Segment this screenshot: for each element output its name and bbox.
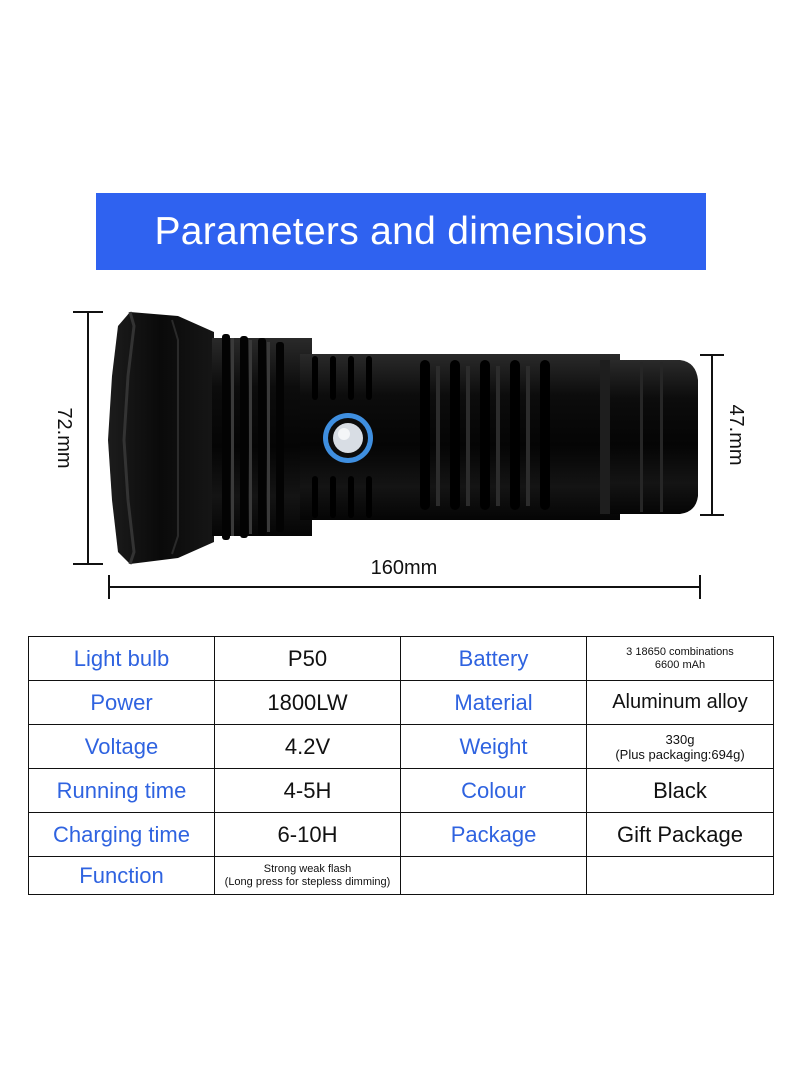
spec-value-line: (Long press for stepless dimming)	[224, 875, 391, 888]
length-label: 160mm	[371, 557, 438, 579]
spec-value: 330g (Plus packaging:694g)	[586, 724, 774, 769]
length-dimension-line	[108, 575, 701, 599]
spec-value: Black	[586, 768, 774, 813]
title-banner: Parameters and dimensions	[96, 193, 706, 270]
spec-label: Package	[400, 812, 587, 857]
spec-value: 6-10H	[214, 812, 401, 857]
spec-value-line: (Plus packaging:694g)	[615, 746, 745, 762]
spec-value-line: 330g	[665, 731, 695, 747]
spec-value: P50	[214, 636, 401, 681]
spec-table: Light bulb P50 Battery 3 18650 combinati…	[28, 636, 774, 895]
spec-value-line: 6600 mAh	[654, 658, 706, 671]
spec-label: Battery	[400, 636, 587, 681]
table-row: Function Strong weak flash (Long press f…	[28, 856, 774, 895]
spec-label: Colour	[400, 768, 587, 813]
flashlight-image	[108, 311, 698, 565]
spec-label-empty	[400, 856, 587, 895]
spec-value: Strong weak flash (Long press for steple…	[214, 856, 401, 895]
tail-dimension-line	[700, 354, 724, 516]
page-title: Parameters and dimensions	[154, 209, 648, 253]
height-dimension-line	[73, 311, 103, 565]
spec-value-line: Strong weak flash	[263, 862, 352, 875]
spec-value: Aluminum alloy	[586, 680, 774, 725]
spec-value-empty	[586, 856, 774, 895]
height-label: 72.mm	[53, 407, 75, 468]
table-row: Running time 4-5H Colour Black	[28, 768, 774, 813]
spec-value-line: 3 18650 combinations	[626, 645, 734, 658]
table-row: Charging time 6-10H Package Gift Package	[28, 812, 774, 857]
spec-value: 1800LW	[214, 680, 401, 725]
spec-value: 3 18650 combinations 6600 mAh	[586, 636, 774, 681]
spec-label: Material	[400, 680, 587, 725]
spec-label: Function	[28, 856, 215, 895]
spec-value: 4.2V	[214, 724, 401, 769]
spec-label: Light bulb	[28, 636, 215, 681]
spec-label: Weight	[400, 724, 587, 769]
table-row: Light bulb P50 Battery 3 18650 combinati…	[28, 636, 774, 681]
spec-label: Voltage	[28, 724, 215, 769]
power-button-icon	[323, 413, 373, 463]
flashlight-drawing: 72.mm 47.mm 160mm	[53, 311, 747, 599]
spec-value: 4-5H	[214, 768, 401, 813]
spec-label: Power	[28, 680, 215, 725]
flashlight-dimension-figure: 72.mm 47.mm 160mm	[0, 290, 800, 610]
spec-label: Running time	[28, 768, 215, 813]
tail-diameter-label: 47.mm	[725, 404, 747, 465]
table-row: Power 1800LW Material Aluminum alloy	[28, 680, 774, 725]
spec-value: Gift Package	[586, 812, 774, 857]
spec-label: Charging time	[28, 812, 215, 857]
table-row: Voltage 4.2V Weight 330g (Plus packaging…	[28, 724, 774, 769]
